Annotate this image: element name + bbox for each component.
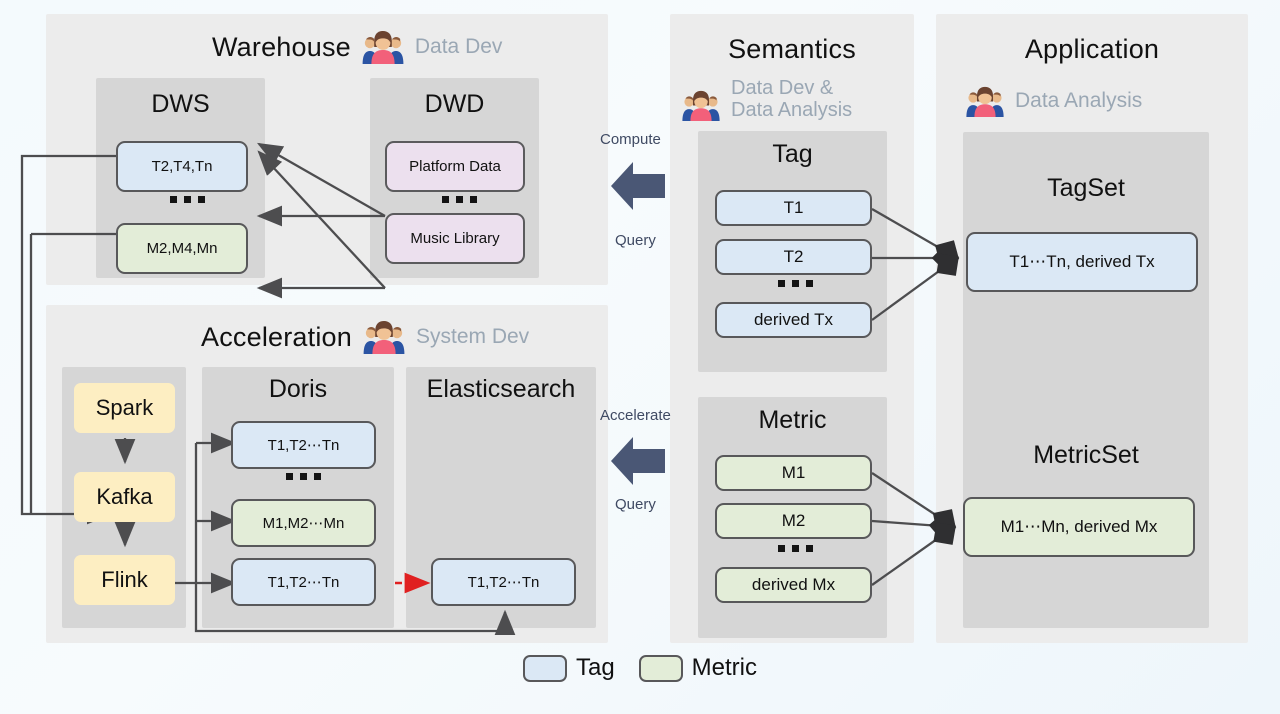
- node-label: T2,T4,Tn: [151, 158, 213, 175]
- ellipsis-tag: [778, 280, 813, 287]
- people-group-icon: [360, 30, 406, 64]
- node-label: Spark: [95, 395, 154, 420]
- node-label: T1⋯Tn, derived Tx: [1009, 252, 1155, 271]
- semantics-role-row: Data Dev & Data Analysis: [680, 77, 853, 121]
- node-label: derived Tx: [753, 310, 834, 329]
- node-label: M1⋯Mn, derived Mx: [1000, 517, 1158, 536]
- people-group-icon: [964, 86, 1006, 117]
- node-label: T1,T2⋯Tn: [467, 574, 540, 591]
- warehouse-role-label: Data Dev: [414, 34, 503, 58]
- panel-title-warehouse: Warehouse: [212, 31, 351, 62]
- node-doris-metric[interactable]: M1,M2⋯Mn: [231, 499, 376, 547]
- node-tag-t2[interactable]: T2: [715, 239, 872, 275]
- legend-swatch-tag: [522, 654, 567, 682]
- panel-title-semantics: Semantics: [728, 34, 856, 64]
- node-elasticsearch-tag[interactable]: T1,T2⋯Tn: [431, 558, 576, 606]
- people-group-icon: [361, 320, 407, 354]
- flow-label-accelerate: Accelerate: [600, 407, 671, 424]
- node-spark[interactable]: Spark: [74, 383, 175, 433]
- node-metric-m1[interactable]: M1: [715, 455, 872, 491]
- flow-label-query-1: Query: [615, 232, 656, 249]
- subpanel-title-metricset: MetricSet: [1033, 441, 1139, 469]
- node-tagset[interactable]: T1⋯Tn, derived Tx: [966, 232, 1198, 292]
- panel-warehouse: Warehouse Data Dev DWS T2,T4,Tn: [46, 14, 608, 285]
- application-role-label: Data Analysis: [1015, 89, 1143, 113]
- node-dws-metric[interactable]: M2,M4,Mn: [116, 223, 248, 274]
- flow-label-query-2: Query: [615, 496, 656, 513]
- flow-arrow-accelerate-query: [609, 430, 667, 497]
- semantics-role-line1: Data Dev &: [731, 77, 834, 99]
- panel-title-application: Application: [1024, 34, 1160, 64]
- legend: Tag Metric: [0, 654, 1280, 682]
- flow-label-compute: Compute: [600, 131, 661, 148]
- node-label: derived Mx: [751, 575, 836, 594]
- node-doris-tag-1[interactable]: T1,T2⋯Tn: [231, 421, 376, 469]
- legend-item-metric: Metric: [638, 654, 758, 682]
- node-label: M2: [781, 511, 806, 530]
- node-dwd-music-library[interactable]: Music Library: [385, 213, 525, 264]
- node-label: Platform Data: [409, 158, 501, 175]
- acceleration-role-label: System Dev: [415, 324, 530, 348]
- people-group-icon: [680, 90, 722, 121]
- panel-semantics: Semantics Data Dev & Data Analysis: [670, 14, 914, 643]
- ellipsis-dws: [170, 196, 205, 203]
- legend-label-metric: Metric: [691, 654, 758, 681]
- node-tag-t1[interactable]: T1: [715, 190, 872, 226]
- node-tag-derived[interactable]: derived Tx: [715, 302, 872, 338]
- node-metric-derived[interactable]: derived Mx: [715, 567, 872, 603]
- subpanel-title-tag: Tag: [772, 140, 813, 168]
- legend-item-tag: Tag: [522, 654, 615, 682]
- node-label: T1: [783, 198, 804, 217]
- node-doris-tag-2[interactable]: T1,T2⋯Tn: [231, 558, 376, 606]
- panel-title-acceleration: Acceleration: [201, 321, 352, 352]
- subpanel-title-elasticsearch: Elasticsearch: [426, 375, 576, 403]
- node-label: M2,M4,Mn: [146, 240, 218, 257]
- panel-application: Application Data Analysis TagSet T1⋯Tn, …: [936, 14, 1248, 643]
- node-label: M1,M2⋯Mn: [262, 515, 345, 532]
- subpanel-title-metric: Metric: [758, 406, 827, 434]
- node-label: T1,T2⋯Tn: [267, 574, 340, 591]
- node-dwd-platform-data[interactable]: Platform Data: [385, 141, 525, 192]
- node-label: Kafka: [96, 484, 153, 509]
- legend-label-tag: Tag: [575, 654, 615, 681]
- panel-acceleration: Acceleration System Dev Spark K: [46, 305, 608, 643]
- semantics-role-line2: Data Analysis: [731, 98, 853, 121]
- legend-swatch-metric: [638, 654, 683, 682]
- node-label: Flink: [101, 567, 148, 592]
- ellipsis-dwd: [442, 196, 477, 203]
- ellipsis-metric: [778, 545, 813, 552]
- node-label: M1: [781, 463, 806, 482]
- node-flink[interactable]: Flink: [74, 555, 175, 605]
- node-label: T2: [783, 247, 804, 266]
- node-kafka[interactable]: Kafka: [74, 472, 175, 522]
- subpanel-title-dws: DWS: [151, 90, 210, 118]
- application-role-row: Data Analysis: [964, 86, 1142, 117]
- subpanel-title-tagset: TagSet: [1047, 174, 1125, 202]
- node-label: Music Library: [410, 230, 500, 247]
- acceleration-header: Acceleration System Dev: [201, 320, 529, 354]
- subpanel-title-dwd: DWD: [424, 90, 485, 118]
- warehouse-header: Warehouse Data Dev: [212, 30, 502, 64]
- ellipsis-doris: [286, 473, 321, 480]
- flow-arrow-compute-query: [609, 155, 667, 222]
- node-dws-tag[interactable]: T2,T4,Tn: [116, 141, 248, 192]
- node-label: T1,T2⋯Tn: [267, 437, 340, 454]
- subpanel-title-doris: Doris: [268, 375, 328, 403]
- node-metric-m2[interactable]: M2: [715, 503, 872, 539]
- node-metricset[interactable]: M1⋯Mn, derived Mx: [963, 497, 1195, 557]
